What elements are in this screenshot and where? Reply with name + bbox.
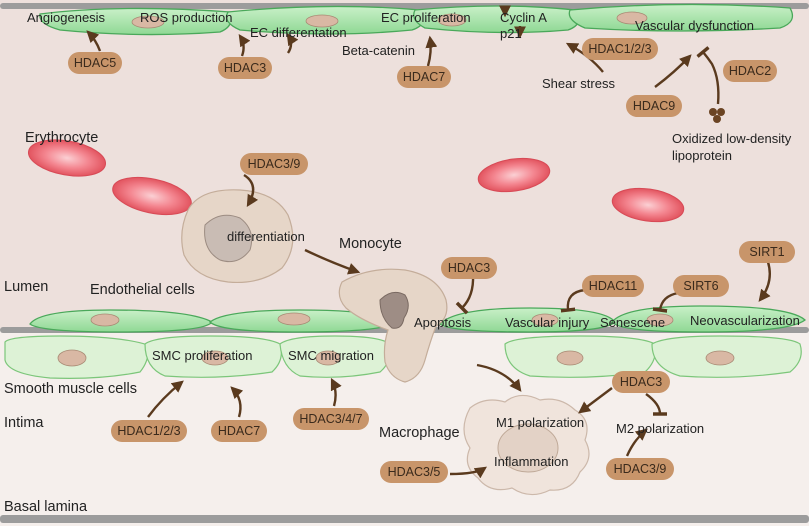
- label-macrophage: Macrophage: [379, 425, 460, 441]
- pill-hdac123-bot: HDAC1/2/3: [111, 420, 187, 442]
- pill-hdac11: HDAC11: [582, 275, 644, 297]
- pill-hdac7-top: HDAC7: [397, 66, 451, 88]
- regulator-pills: HDAC5 HDAC3 HDAC7 HDAC1/2/3 HDAC2 HDAC9 …: [68, 38, 795, 483]
- label-vasc-injury: Vascular injury: [505, 315, 590, 330]
- pill-hdac123-top: HDAC1/2/3: [582, 38, 658, 60]
- pill-hdac7-bot: HDAC7: [211, 420, 267, 442]
- svg-text:HDAC5: HDAC5: [74, 56, 116, 70]
- label-intima: Intima: [4, 415, 44, 431]
- svg-text:HDAC1/2/3: HDAC1/2/3: [588, 42, 651, 56]
- label-smc-prolif: SMC proliferation: [152, 348, 252, 363]
- region-labels: Lumen Endothelial cells Smooth muscle ce…: [4, 279, 195, 515]
- svg-text:HDAC3: HDAC3: [620, 375, 662, 389]
- label-erythrocyte: Erythrocyte: [25, 130, 98, 146]
- label-differentiation: differentiation: [227, 229, 305, 244]
- macrophage-cell: [463, 394, 590, 496]
- label-smc: Smooth muscle cells: [4, 381, 137, 397]
- pill-sirt6: SIRT6: [673, 275, 729, 297]
- svg-text:HDAC3: HDAC3: [224, 61, 266, 75]
- pill-hdac2: HDAC2: [723, 60, 777, 82]
- svg-text:HDAC7: HDAC7: [218, 424, 260, 438]
- pill-hdac3-top: HDAC3: [218, 57, 272, 79]
- cell-labels: Erythrocyte differentiation Monocyte Mac…: [25, 130, 460, 441]
- pill-hdac347: HDAC3/4/7: [293, 408, 369, 430]
- label-smc-migr: SMC migration: [288, 348, 374, 363]
- pill-hdac39-bot: HDAC3/9: [606, 458, 674, 480]
- monocyte-transmigrating: [338, 268, 448, 383]
- label-ec-diff: EC differentation: [250, 25, 347, 40]
- svg-text:HDAC11: HDAC11: [589, 279, 637, 293]
- svg-text:HDAC1/2/3: HDAC1/2/3: [117, 424, 180, 438]
- oxldl-particles: [709, 108, 725, 123]
- svg-text:HDAC3: HDAC3: [448, 261, 490, 275]
- label-p21: p21: [500, 26, 522, 41]
- label-endothelial: Endothelial cells: [90, 282, 195, 298]
- label-vasc-dys: Vascular dysfunction: [635, 18, 754, 33]
- label-beta-catenin: Beta-catenin: [342, 43, 415, 58]
- label-lumen: Lumen: [4, 279, 48, 295]
- svg-text:HDAC7: HDAC7: [403, 70, 445, 84]
- pill-sirt1: SIRT1: [739, 241, 795, 263]
- svg-text:SIRT6: SIRT6: [683, 279, 718, 293]
- svg-text:HDAC3/9: HDAC3/9: [614, 462, 667, 476]
- label-ros: ROS production: [140, 10, 233, 25]
- svg-text:HDAC3/9: HDAC3/9: [248, 157, 301, 171]
- label-m1: M1 polarization: [496, 415, 584, 430]
- pill-hdac5: HDAC5: [68, 52, 122, 74]
- svg-text:HDAC3/4/7: HDAC3/4/7: [299, 412, 362, 426]
- pill-hdac9: HDAC9: [626, 95, 682, 117]
- svg-text:HDAC9: HDAC9: [633, 99, 675, 113]
- basal-membrane: [0, 515, 809, 523]
- label-monocyte: Monocyte: [339, 236, 402, 252]
- label-neovasc: Neovascularization: [690, 313, 800, 328]
- top-endothelium: [39, 3, 794, 36]
- label-angiogenesis: Angiogenesis: [27, 10, 106, 25]
- label-apoptosis: Apoptosis: [414, 315, 472, 330]
- arrows: [86, 5, 771, 479]
- label-oxldl-1: Oxidized low-density: [672, 131, 792, 146]
- pill-hdac35: HDAC3/5: [380, 461, 448, 483]
- label-senescence: Senescene: [600, 315, 665, 330]
- label-oxldl-2: lipoprotein: [672, 148, 732, 163]
- erythrocytes: [27, 139, 685, 223]
- svg-text:SIRT1: SIRT1: [749, 245, 784, 259]
- pill-hdac39-top: HDAC3/9: [240, 153, 308, 175]
- mid-endothelium: [29, 305, 806, 333]
- label-ec-prolif: EC proliferation: [381, 10, 471, 25]
- label-basal: Basal lamina: [4, 499, 88, 515]
- monocyte-lumen: [181, 189, 294, 284]
- label-inflammation: Inflammation: [494, 454, 568, 469]
- svg-text:HDAC3/5: HDAC3/5: [388, 465, 441, 479]
- smc-layer: [4, 335, 802, 379]
- pill-hdac3-bot: HDAC3: [612, 371, 670, 393]
- label-shear: Shear stress: [542, 76, 615, 91]
- svg-text:HDAC2: HDAC2: [729, 64, 771, 78]
- pill-hdac3-mid: HDAC3: [441, 257, 497, 279]
- label-m2: M2 polarization: [616, 421, 704, 436]
- process-labels: Angiogenesis ROS production EC different…: [27, 10, 800, 469]
- label-cyclin: Cyclin A: [500, 10, 547, 25]
